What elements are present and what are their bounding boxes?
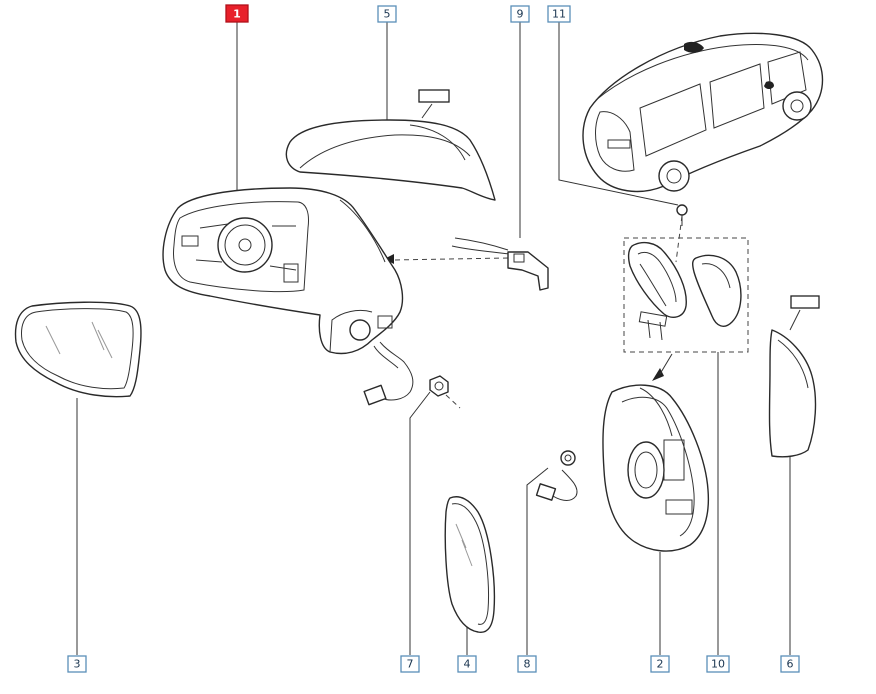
callout-9-text: 9 xyxy=(517,8,524,21)
assembly-dash-lines xyxy=(391,215,749,409)
mirror-body-assembly xyxy=(602,384,710,552)
callout-10-text: 10 xyxy=(711,658,725,671)
housing-wiring-harness xyxy=(363,341,414,406)
wire-connector xyxy=(535,450,578,501)
callout-10: 10 xyxy=(706,655,730,673)
leader-lines xyxy=(76,22,791,655)
callout-5: 5 xyxy=(377,5,397,23)
indicator-wire-sensor xyxy=(451,237,549,291)
callout-8: 8 xyxy=(517,655,537,673)
arrow-to-housing xyxy=(384,254,394,264)
indicator-repeater-kit xyxy=(627,204,742,341)
callout-3-text: 3 xyxy=(74,658,81,671)
callout-2: 2 xyxy=(650,655,670,673)
callout-4-text: 4 xyxy=(464,658,471,671)
part-tag-6 xyxy=(790,295,820,309)
callout-7-text: 7 xyxy=(407,658,414,671)
callout-6: 6 xyxy=(780,655,800,673)
mirror-housing-assembly xyxy=(162,187,404,355)
callout-3: 3 xyxy=(67,655,87,673)
callout-1-text: 1 xyxy=(233,8,241,21)
callout-5-text: 5 xyxy=(384,8,391,21)
callout-2-text: 2 xyxy=(657,658,664,671)
callout-6-text: 6 xyxy=(787,658,794,671)
callout-1: 1 xyxy=(225,4,249,23)
mirror-cover-cap xyxy=(285,119,496,201)
callout-8-text: 8 xyxy=(524,658,531,671)
mirror-cover-trim xyxy=(768,329,817,458)
callout-7: 7 xyxy=(400,655,420,673)
callout-11-text: 11 xyxy=(552,8,566,21)
vehicle-reference xyxy=(582,32,824,193)
mirror-glass-right xyxy=(444,496,496,633)
arrow-to-assembly xyxy=(652,368,664,381)
callout-9: 9 xyxy=(510,5,530,23)
mirror-glass-left xyxy=(14,301,142,398)
callout-4: 4 xyxy=(457,655,477,673)
fixing-nut xyxy=(429,375,449,397)
part-tag-5 xyxy=(418,89,450,103)
callout-11: 11 xyxy=(547,5,571,23)
